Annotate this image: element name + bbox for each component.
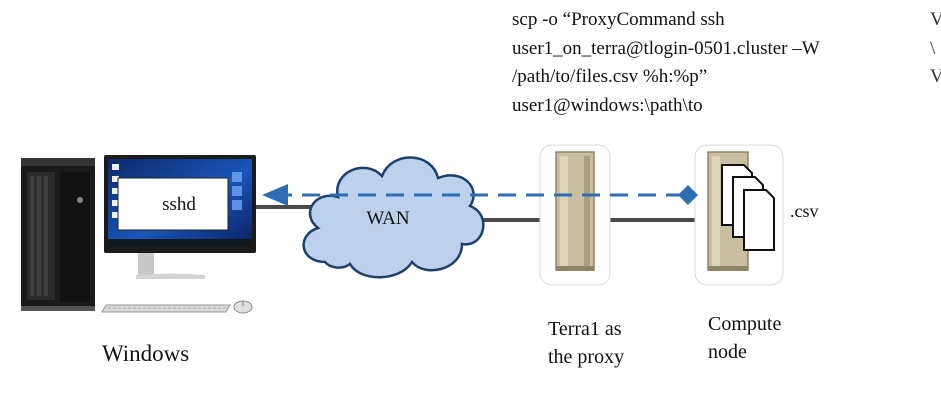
proxy-server-icon: [539, 144, 611, 286]
compute-label-line1: Compute: [708, 313, 782, 335]
clipped-edge-text: V \ V: [930, 6, 941, 92]
compute-label-line2: node: [708, 341, 747, 363]
sshd-label: sshd: [162, 194, 196, 215]
wan-label: WAN: [366, 208, 410, 229]
command-line-3: /path/to/files.csv %h:%p”: [512, 66, 708, 87]
proxy-label-line1: Terra1 as: [548, 318, 622, 340]
command-line-1: scp -o “ProxyCommand ssh: [512, 9, 725, 30]
windows-label: Windows: [102, 341, 190, 366]
csv-label: .csv: [790, 201, 819, 221]
command-line-2: user1_on_terra@tlogin-0501.cluster –W: [512, 37, 820, 59]
file-stack-icon: [721, 164, 775, 251]
monitor-icon: [104, 155, 256, 279]
clipped-edge-1: V: [930, 9, 941, 30]
clipped-edge-2: \: [930, 37, 936, 59]
mouse-icon: [233, 300, 253, 314]
clipped-edge-3: V: [930, 66, 941, 87]
keyboard-icon: [101, 304, 231, 313]
proxy-label-line2: the proxy: [548, 346, 625, 368]
scp-command: scp -o “ProxyCommand ssh user1_on_terra@…: [512, 6, 820, 120]
tower-pc-icon: [21, 158, 95, 311]
transfer-arrow: [262, 184, 698, 206]
cloud-icon: [302, 156, 485, 279]
command-line-4: user1@windows:\path\to: [512, 94, 703, 116]
